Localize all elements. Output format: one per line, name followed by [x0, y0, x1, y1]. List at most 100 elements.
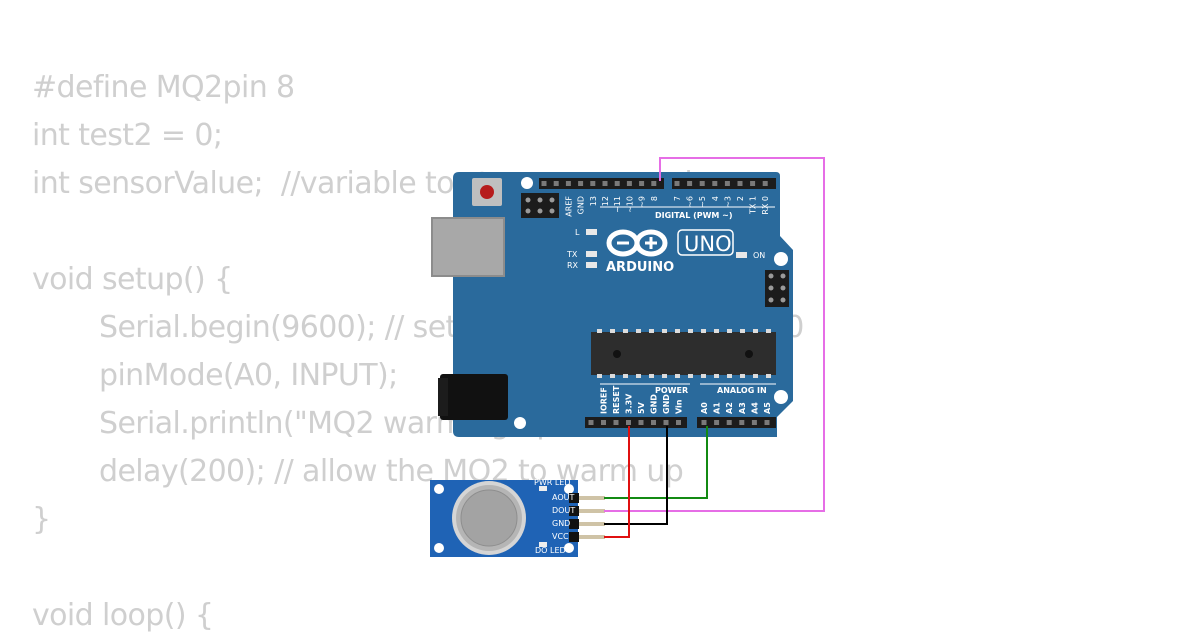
arduino-infinity-logo-icon [606, 229, 668, 257]
digital-pin-headers[interactable] [539, 178, 776, 189]
gas-sensor-mesh-icon [460, 489, 518, 547]
header-pin-hole [601, 420, 606, 425]
sensor-pin-label: DOUT [552, 506, 575, 515]
led-on [736, 252, 747, 258]
header-pin-hole [565, 181, 571, 186]
led-l-label: L [575, 228, 580, 237]
model-label: UNO [684, 232, 732, 256]
digital-pin-label: RX 0 [761, 196, 770, 215]
led-on-label: ON [753, 251, 765, 260]
digital-pin-label: ~10 [625, 196, 634, 213]
header-pin-hole [602, 181, 608, 186]
header-pin-hole [614, 181, 620, 186]
power-pin-label: IOREF [600, 387, 609, 414]
chip-dot [613, 350, 621, 358]
code-line: #define MQ2pin 8 [32, 70, 295, 105]
header-pin-hole [699, 181, 705, 186]
digital-pin-label: TX 1 [749, 196, 758, 215]
header-pin-hole [578, 181, 584, 186]
analog-pin-label: A3 [738, 402, 747, 414]
header-pin-hole [764, 420, 770, 425]
header-pin-hole [541, 181, 547, 186]
digital-pin-label: 8 [650, 196, 659, 201]
header-pin-hole [737, 181, 743, 186]
mounting-hole [514, 417, 526, 429]
code-line: void loop() { [32, 598, 214, 633]
do-led [539, 542, 547, 547]
dc-power-jack [440, 374, 508, 420]
header-pin-hole [613, 420, 619, 425]
sensor-pin-lead [579, 535, 605, 539]
digital-header-label: DIGITAL (PWM ~) [655, 211, 733, 220]
digital-pin-label: ~9 [638, 196, 647, 208]
header-pin-hole [726, 420, 732, 425]
wire-aout-to-a0[interactable] [604, 426, 708, 499]
sensor-mount-hole [434, 543, 444, 553]
pwr-led [539, 486, 547, 491]
header-pin-hole [676, 420, 681, 425]
sensor-pin-label: GND [552, 519, 570, 528]
sensor-pin-socket [569, 506, 579, 516]
power-pin-label: GND [650, 394, 659, 414]
digital-pin-label: ~6 [686, 196, 695, 208]
wire-vcc-to-5v[interactable] [604, 426, 630, 538]
led-rx-label: RX [567, 261, 579, 270]
header-pin-hole [701, 420, 707, 425]
dc-power-jack-front [438, 378, 448, 416]
header-pin-hole [651, 181, 657, 186]
mounting-hole [774, 390, 788, 404]
header-pin-hole [714, 420, 720, 425]
power-header [585, 417, 687, 428]
header-pin-hole [712, 181, 718, 186]
digital-pin-label: GND [577, 196, 586, 214]
header-pin-hole [751, 420, 757, 425]
bottom-pin-headers[interactable] [585, 417, 776, 428]
led-l [586, 229, 597, 235]
sensor-pin-label: VCC [552, 532, 569, 541]
pwr-led-label: PWR LED [534, 478, 571, 487]
digital-pin-label: 4 [711, 196, 720, 201]
mounting-hole [521, 177, 533, 189]
header-pin-hole [553, 181, 559, 186]
do-led-label: DO LED [535, 546, 566, 555]
uno-badge [677, 229, 734, 256]
sensor-mount-hole [564, 484, 574, 494]
header-pin-hole [674, 181, 680, 186]
sensor-mount-hole [564, 543, 574, 553]
digital-pin-label: 12 [601, 196, 610, 206]
wire-gnd-to-gnd[interactable] [604, 426, 668, 525]
header-pin-hole [590, 181, 596, 186]
sensor-pin-lead [579, 522, 605, 526]
mq2-sensor-module[interactable]: PWR LED DO LED AOUT DOUT GND VCC [430, 478, 605, 557]
wire-dout-to-d8[interactable] [604, 157, 825, 512]
sensor-mount-hole [434, 484, 444, 494]
digital-pin-label: 2 [736, 196, 745, 201]
code-line: void setup() { [32, 262, 233, 297]
digital-header-left [539, 178, 664, 189]
analog-label: ANALOG IN [717, 386, 767, 395]
analog-pin-label: A2 [725, 402, 734, 414]
header-pin-hole [588, 420, 594, 425]
code-line: } [32, 502, 51, 537]
led-tx-label: TX [566, 250, 578, 259]
digital-pin-label: 7 [673, 196, 682, 201]
led-rx [586, 262, 597, 268]
logo-symbols [617, 237, 657, 249]
sensor-pin-socket [569, 519, 579, 529]
analog-header [697, 417, 776, 428]
header-pin-hole [750, 181, 756, 186]
power-pin-label: Vin [675, 399, 684, 414]
header-pin-hole [687, 181, 693, 186]
sensor-pins[interactable]: AOUT DOUT GND VCC [552, 493, 605, 542]
sensor-pin-socket [569, 493, 579, 503]
sensor-pin-lead [579, 509, 605, 513]
usb-connector [431, 217, 505, 277]
power-label: POWER [655, 386, 688, 395]
sensor-pin-label: AOUT [552, 493, 574, 502]
power-pin-label: 3.3V [625, 393, 634, 414]
led-tx [586, 251, 597, 257]
sensor-pin-lead [579, 496, 605, 500]
header-pin-hole [651, 420, 656, 425]
